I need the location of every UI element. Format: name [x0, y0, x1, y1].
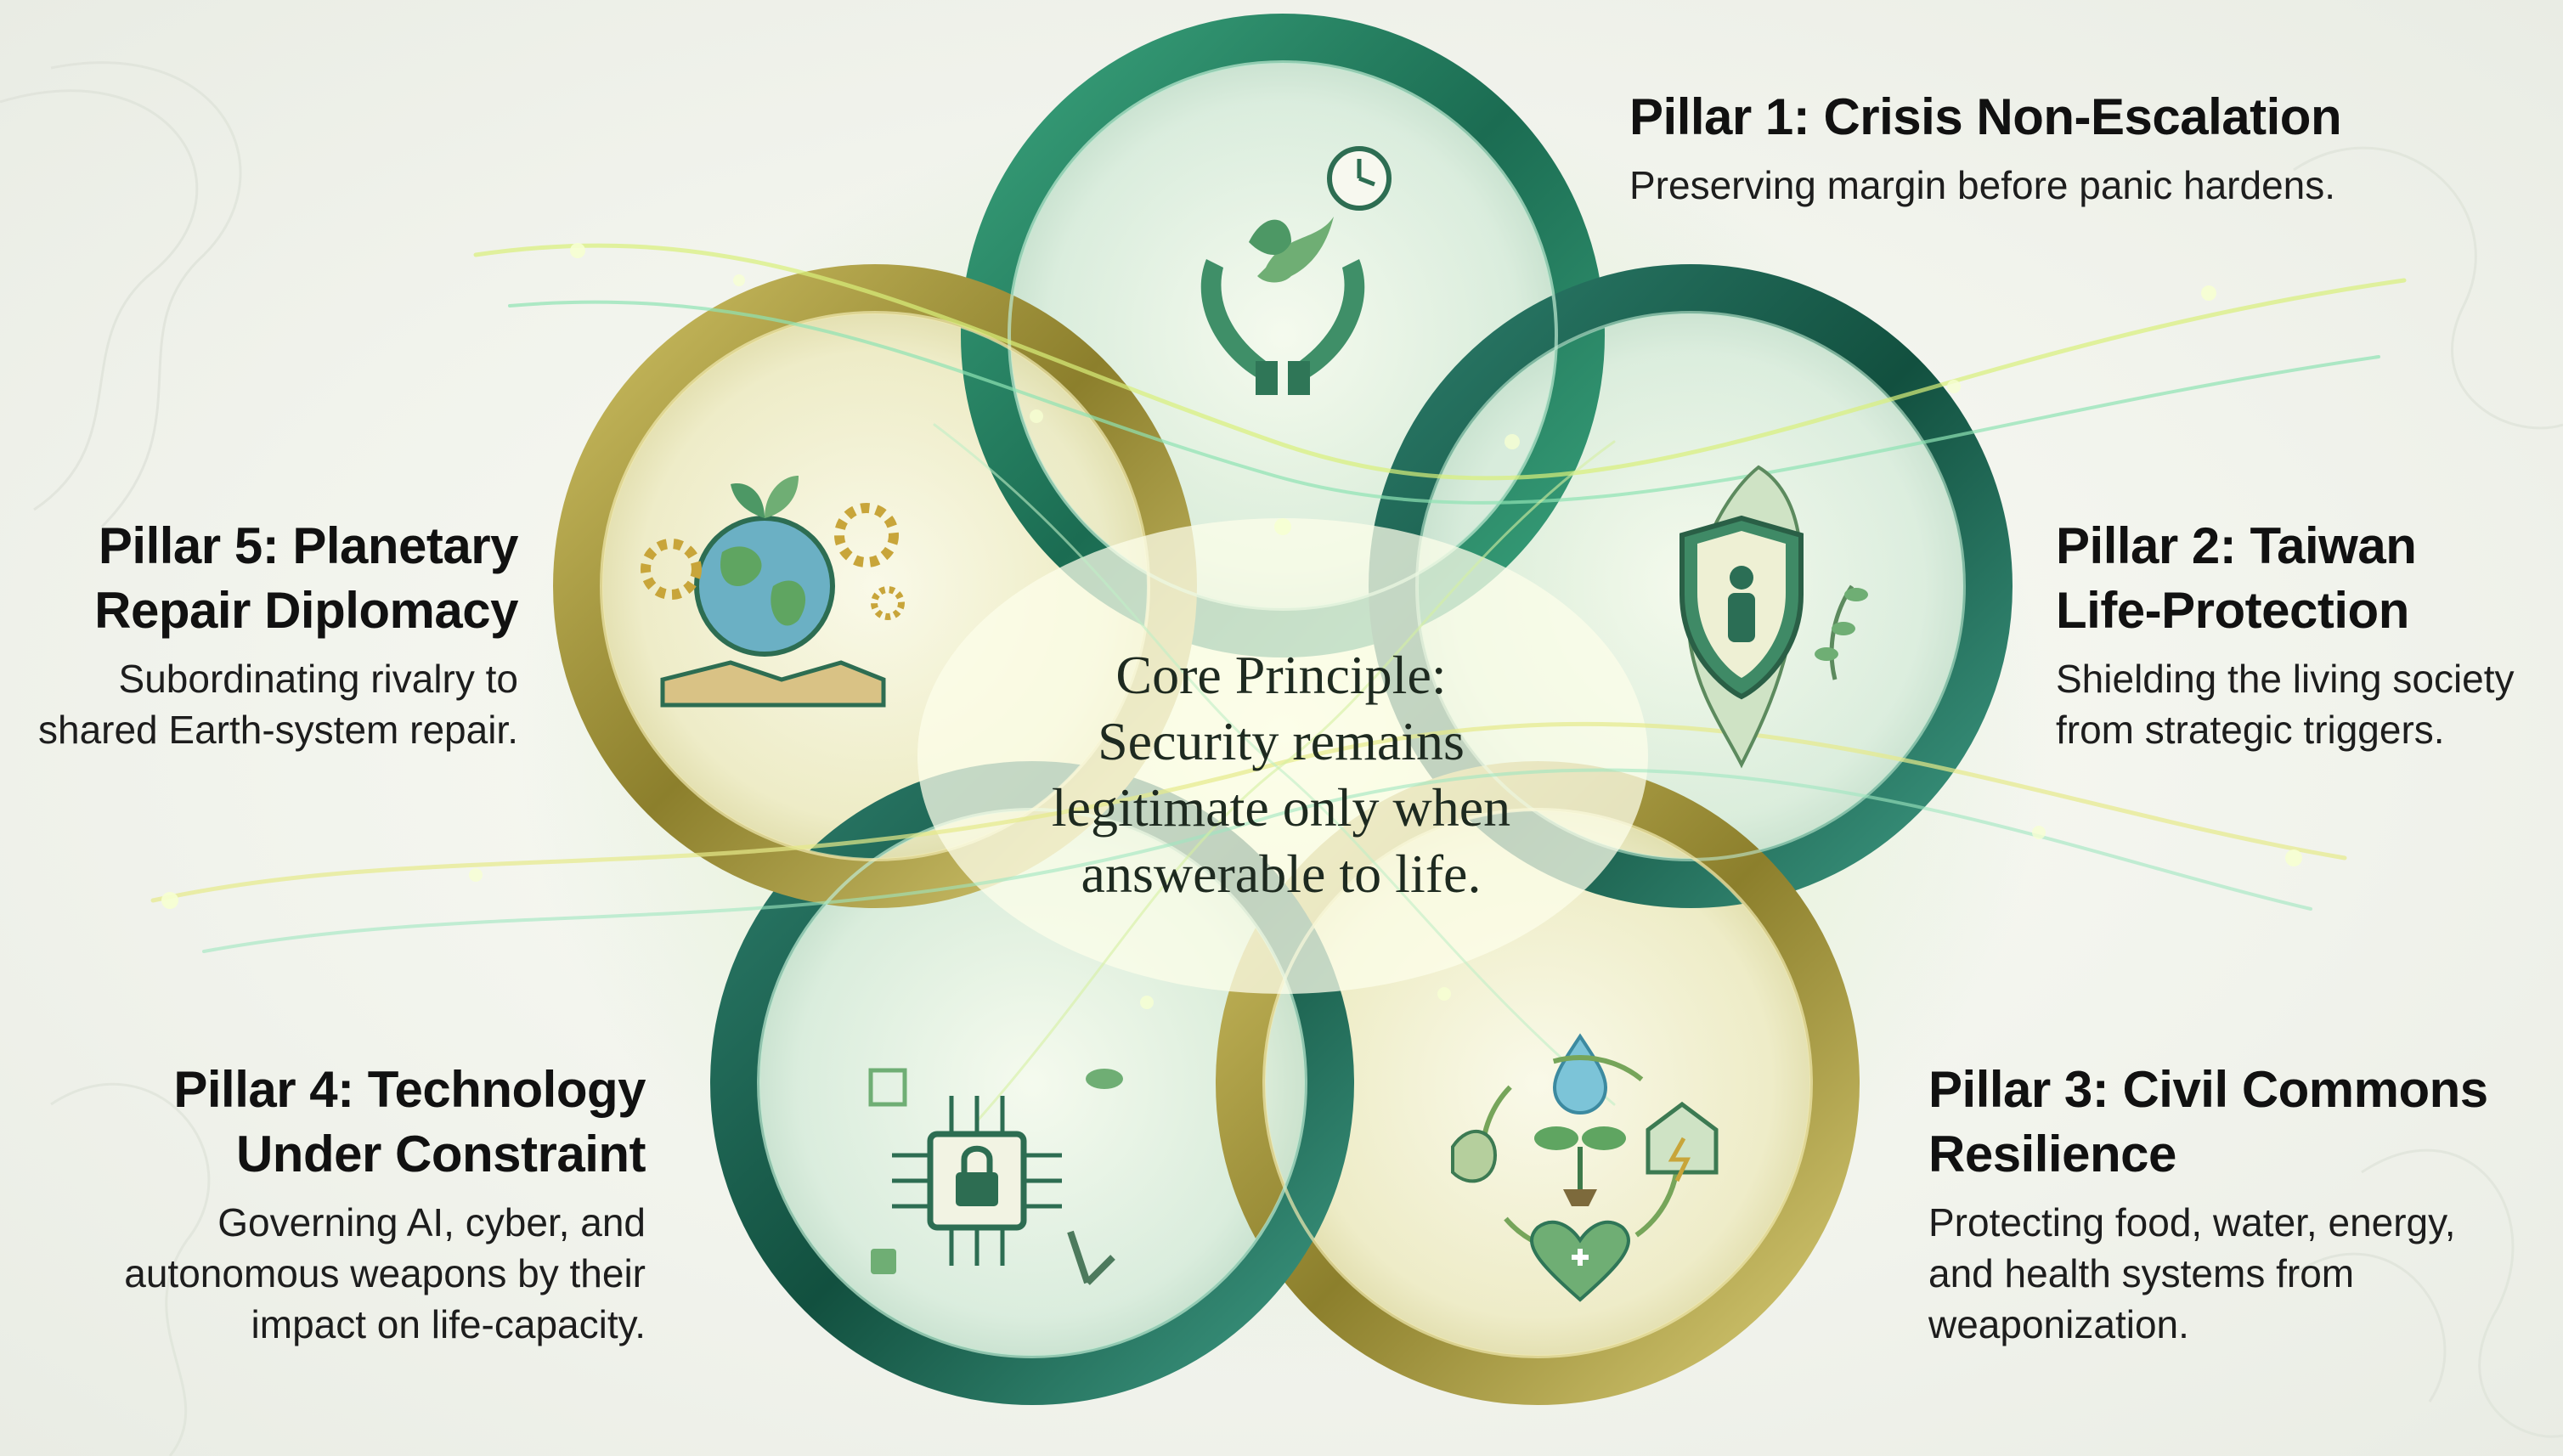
- pillar-2-description: Shielding the living society from strate…: [2056, 653, 2557, 755]
- pillar-5-desc-line-2: shared Earth-system repair.: [37, 708, 518, 752]
- pillar-2-desc-line-1: Shielding the living society: [2056, 657, 2515, 701]
- pillar-4-description: Governing AI, cyber, and autonomous weap…: [34, 1197, 646, 1350]
- pillar-1-description: Preserving margin before panic hardens.: [1629, 163, 2336, 207]
- pillar-4-title-line-2: Under Constraint: [235, 1126, 646, 1182]
- pillar-4-label: Pillar 4: Technology Under Constraint Go…: [34, 1058, 646, 1350]
- pillar-5-description: Subordinating rivalry to shared Earth-sy…: [8, 653, 518, 755]
- pillar-5-label: Pillar 5: Planetary Repair Diplomacy Sub…: [8, 514, 519, 755]
- background-contours: [0, 61, 2563, 1456]
- pillar-3-title-line-1: Pillar 3: Civil Commons: [1928, 1061, 2488, 1118]
- pillar-2-title-line-1: Pillar 2: Taiwan: [2056, 517, 2417, 574]
- core-line-4: answerable to life.: [1081, 844, 1482, 904]
- pillar-4-title-line-1: Pillar 4: Technology: [173, 1061, 646, 1118]
- shield-taiwan-icon: [1679, 465, 1868, 769]
- pillar-5-title-line-2: Repair Diplomacy: [94, 582, 518, 639]
- pillar-4-desc-line-2: autonomous weapons by their: [124, 1251, 646, 1295]
- chip-lock-icon: [868, 1068, 1123, 1285]
- pillar-2-label: Pillar 2: Taiwan Life-Protection Shieldi…: [2056, 514, 2557, 755]
- pillar-1-label: Pillar 1: Crisis Non-Escalation Preservi…: [1629, 85, 2547, 211]
- pillar-4-desc-line-1: Governing AI, cyber, and: [217, 1200, 646, 1244]
- pillar-3-desc-line-1: Protecting food, water, energy,: [1928, 1200, 2456, 1244]
- core-line-2: Security remains: [1098, 711, 1465, 771]
- pillar-3-title-line-2: Resilience: [1928, 1126, 2176, 1182]
- pillar-2-desc-line-2: from strategic triggers.: [2056, 708, 2445, 752]
- dove-hands-clock-icon: [1200, 146, 1392, 395]
- sparkles: [161, 243, 2302, 1009]
- core-principle: Core Principle: Security remains legitim…: [984, 642, 1578, 907]
- globe-handshake-icon: [641, 476, 905, 708]
- core-line-1: Core Principle:: [1115, 645, 1447, 705]
- pillar-4-desc-line-3: impact on life-capacity.: [251, 1302, 646, 1346]
- center-light: [917, 518, 1648, 994]
- pillar-5-title-line-1: Pillar 5: Planetary: [98, 517, 519, 574]
- core-line-3: legitimate only when: [1051, 777, 1511, 838]
- pillar-3-desc-line-2: and health systems from: [1928, 1251, 2355, 1295]
- pillar-2-title-line-2: Life-Protection: [2056, 582, 2409, 639]
- pillar-3-description: Protecting food, water, energy, and heal…: [1928, 1197, 2557, 1350]
- light-streams: [150, 243, 2407, 1123]
- pillar-5-desc-line-1: Subordinating rivalry to: [118, 657, 518, 701]
- pillar-3-label: Pillar 3: Civil Commons Resilience Prote…: [1928, 1058, 2557, 1350]
- pillar-3-desc-line-3: weaponization.: [1928, 1302, 2189, 1346]
- pillar-1-title: Pillar 1: Crisis Non-Escalation: [1629, 88, 2342, 145]
- resource-cycle-icon: [1451, 1033, 1719, 1302]
